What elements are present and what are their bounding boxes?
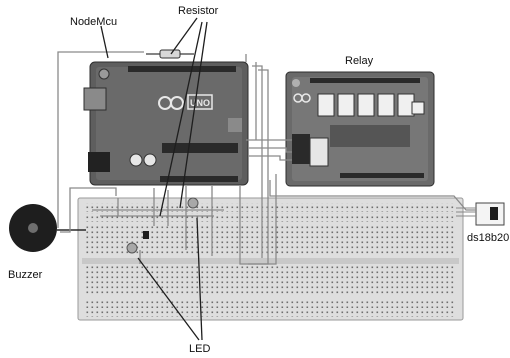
relay-input-header <box>292 134 310 164</box>
breadboard-bottom-rail-2 <box>86 309 456 317</box>
analog-header <box>160 176 238 182</box>
relay-top-header <box>310 78 420 83</box>
icsp-header <box>228 118 242 132</box>
resistor-label: Resistor <box>178 5 219 17</box>
nodemcu-label: NodeMcu <box>70 16 118 28</box>
relay-button <box>292 79 300 87</box>
relay-board <box>285 71 435 187</box>
led-component <box>126 197 199 254</box>
relay-label: Relay <box>345 55 374 67</box>
relay-terminal <box>309 137 329 167</box>
breadboard-top-terminals <box>86 226 456 256</box>
led-label: LED <box>189 343 211 355</box>
capacitor <box>143 153 157 167</box>
resistor-pointer-3 <box>179 21 208 209</box>
temperature-sensor <box>456 202 505 226</box>
usb-port <box>83 87 107 111</box>
controller-board: UNO <box>83 61 249 186</box>
led-pointer-1 <box>137 257 200 341</box>
capacitor <box>129 153 143 167</box>
wires <box>57 51 476 265</box>
reset-button <box>98 68 110 80</box>
nodemcu-pointer <box>100 25 109 59</box>
relay-logo <box>293 93 311 103</box>
board-model-text: UNO <box>190 98 210 108</box>
resistor-pointer-1 <box>170 17 198 55</box>
breadboard-bottom-terminals <box>86 266 456 296</box>
led-pointer-2 <box>196 217 203 341</box>
resistor-pointer-2 <box>159 21 203 217</box>
relay-bottom-header <box>340 173 424 178</box>
power-jack <box>88 152 110 172</box>
buzzer-label: Buzzer <box>8 269 43 281</box>
board-logo <box>158 94 213 110</box>
sensor-label: ds18b20 <box>467 232 510 244</box>
relay-modules <box>317 93 425 117</box>
relay-driver-area <box>330 125 410 147</box>
breadboard-top-rail <box>86 203 456 212</box>
buzzer <box>9 204 86 252</box>
breadboard-top-rail-2 <box>86 213 456 222</box>
resistor-component <box>146 49 194 59</box>
digital-header <box>128 66 236 72</box>
breadboard-center-gap <box>82 258 459 264</box>
microcontroller-chip <box>162 143 238 153</box>
breadboard <box>77 197 464 321</box>
breadboard-bottom-rail <box>86 300 456 308</box>
annotation-lines <box>100 17 208 341</box>
